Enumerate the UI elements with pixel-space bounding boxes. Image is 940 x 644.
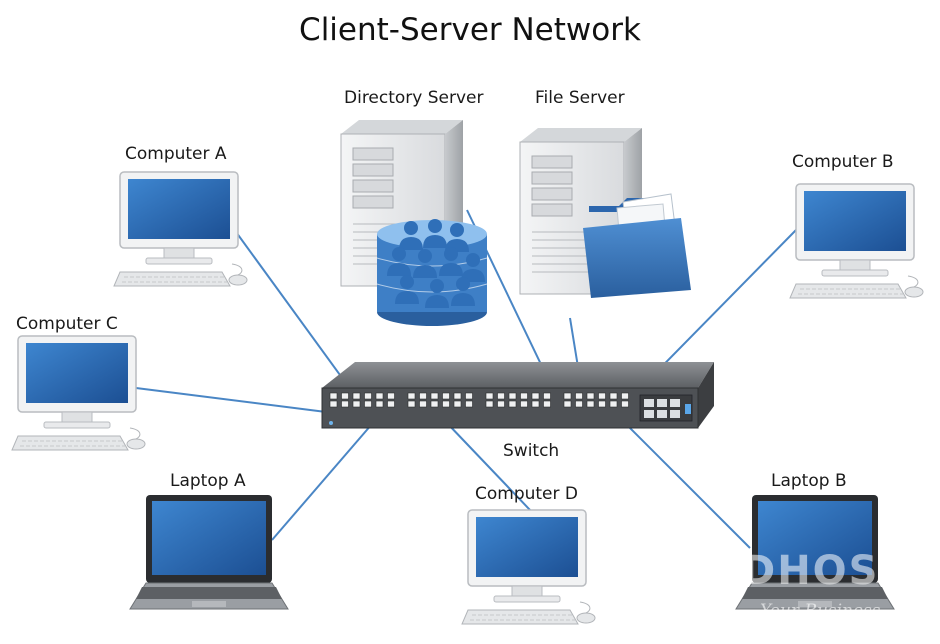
link-computer-c	[135, 387, 327, 413]
label-file-server: File Server	[535, 88, 625, 108]
computer-b[interactable]	[789, 183, 924, 299]
label-switch: Switch	[503, 441, 560, 461]
label-computer-a: Computer A	[125, 144, 227, 164]
link-computer-a	[235, 231, 357, 398]
network-switch[interactable]	[321, 362, 714, 429]
label-directory-server: Directory Server	[344, 88, 484, 108]
computer-c[interactable]	[11, 335, 146, 451]
folder-icon	[583, 193, 691, 298]
label-computer-c: Computer C	[16, 314, 118, 334]
label-laptop-b: Laptop B	[771, 471, 847, 491]
label-laptop-a: Laptop A	[170, 471, 246, 491]
label-computer-b: Computer B	[792, 152, 894, 172]
link-computer-d	[445, 421, 531, 511]
watermark-tagline: Your Business	[760, 601, 881, 621]
label-computer-d: Computer D	[475, 484, 579, 504]
computer-d[interactable]	[461, 509, 596, 625]
diagram-title: Client-Server Network	[299, 12, 641, 48]
database-users-icon	[376, 219, 488, 326]
laptop-a[interactable]	[129, 494, 289, 610]
link-laptop-b	[627, 425, 751, 549]
link-laptop-a	[271, 423, 373, 541]
computer-a[interactable]	[113, 171, 248, 287]
watermark-logo: DHOS	[742, 548, 880, 594]
